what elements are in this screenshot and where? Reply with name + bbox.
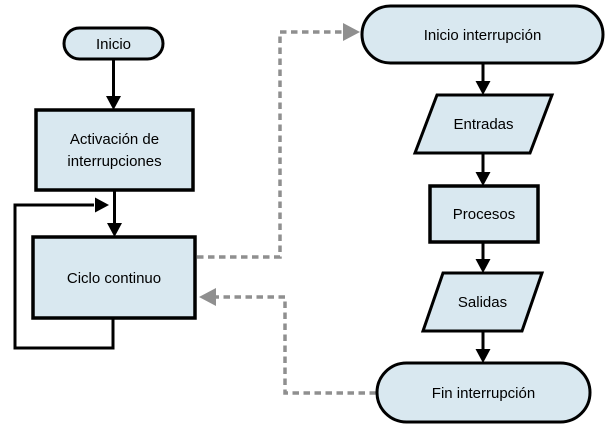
arrowhead-left-icon xyxy=(199,288,216,306)
edge-inicio-to-activacion xyxy=(106,59,121,110)
node-fin-interrupcion: Fin interrupción xyxy=(375,361,592,424)
node-label: Ciclo continuo xyxy=(67,270,161,287)
node-label: Fin interrupción xyxy=(432,385,535,402)
arrowhead-down-icon xyxy=(107,223,122,237)
node-inicio: Inicio xyxy=(62,26,165,61)
arrowhead-down-icon xyxy=(475,259,491,273)
node-label: Salidas xyxy=(458,294,507,311)
input-output-shape xyxy=(412,93,555,155)
node-label: Entradas xyxy=(453,116,513,133)
node-inicio-interrupcion: Inicio interrupción xyxy=(360,4,605,65)
edge-procesos-to-salidas xyxy=(475,242,491,273)
connector-dashed-line xyxy=(216,295,376,395)
node-label-line2: interrupciones xyxy=(67,153,161,170)
arrowhead-right-icon xyxy=(343,23,360,41)
node-activacion: Activación de interrupciones xyxy=(34,108,195,192)
terminator-shape xyxy=(360,4,605,65)
edge-entradas-to-procesos xyxy=(475,153,491,186)
connector-dashed-line xyxy=(197,30,343,259)
node-entradas: Entradas xyxy=(412,93,555,155)
process-shape xyxy=(31,235,197,320)
node-ciclo: Ciclo continuo xyxy=(31,235,197,320)
process-shape xyxy=(34,108,195,192)
node-procesos: Procesos xyxy=(428,184,540,244)
node-label: Procesos xyxy=(453,206,516,223)
node-salidas: Salidas xyxy=(420,271,545,333)
node-label: Inicio interrupción xyxy=(424,27,542,44)
arrowhead-right-icon xyxy=(95,197,109,213)
arrowhead-down-icon xyxy=(106,96,121,110)
edge-ciclo-loop xyxy=(13,197,115,350)
arrowhead-down-icon xyxy=(475,81,491,95)
edge-ciclo-to-inicio-interrupcion-dashed xyxy=(197,23,360,259)
edge-salidas-to-fin-interrupcion xyxy=(475,331,491,363)
terminator-shape xyxy=(375,361,592,424)
node-label-line1: Activación de xyxy=(70,131,159,148)
process-shape xyxy=(428,184,540,244)
terminator-shape xyxy=(62,26,165,61)
arrowhead-down-icon xyxy=(475,349,491,363)
connector-line xyxy=(13,203,115,350)
input-output-shape xyxy=(420,271,545,333)
node-label: Inicio xyxy=(96,36,131,53)
edge-activacion-to-ciclo xyxy=(107,190,122,237)
edge-fin-interrupcion-to-ciclo-dashed xyxy=(199,288,376,395)
arrowhead-down-icon xyxy=(475,172,491,186)
edge-inicio-interrupcion-to-entradas xyxy=(475,63,491,95)
